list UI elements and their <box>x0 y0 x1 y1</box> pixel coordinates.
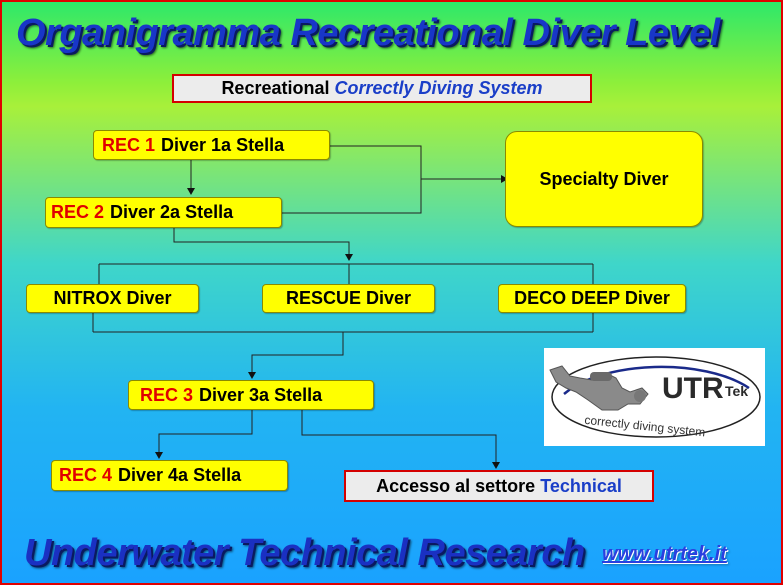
node-deco-label: DECO DEEP Diver <box>514 288 670 308</box>
node-rec1-label: Diver 1a Stella <box>161 134 285 155</box>
line-rec3-access <box>301 409 500 469</box>
node-rec4-code: REC 4 <box>59 465 113 485</box>
node-rec1: REC 1 Diver 1a Stella <box>93 130 330 160</box>
access-technical-box: Accesso al settore Technical <box>344 470 654 502</box>
node-rec1-code: REC 1 <box>102 134 156 155</box>
node-rec3-label: Diver 3a Stella <box>199 384 323 405</box>
node-specialty: Specialty Diver <box>505 131 703 227</box>
node-rec2-code: REC 2 <box>51 202 105 222</box>
node-rescue-label: RESCUE Diver <box>285 288 412 308</box>
line-rec1-specialty <box>330 145 508 183</box>
line-rec3-rec4 <box>155 409 253 459</box>
node-rec4: REC 4 Diver 4a Stella <box>51 460 288 491</box>
subtitle-box: Recreational Correctly Diving System <box>172 74 592 103</box>
line-rec2-branch <box>173 228 353 261</box>
access-part2: Technical <box>540 475 622 496</box>
node-rescue: RESCUE Diver <box>262 284 435 313</box>
subtitle-part1: Recreational <box>221 78 330 98</box>
node-nitrox-label: NITROX Diver <box>53 288 172 308</box>
line-rec2-specialty <box>282 179 422 214</box>
utrtek-logo: UTR Tek correctly diving system <box>544 348 765 446</box>
footer-title: Underwater Technical Research <box>24 532 585 574</box>
node-deco: DECO DEEP Diver <box>498 284 686 313</box>
node-rec2-label: Diver 2a Stella <box>110 202 234 222</box>
node-specialty-label: Specialty Diver <box>539 168 669 189</box>
diver-icon <box>549 365 649 411</box>
page-title: Organigramma Recreational Diver Level <box>16 12 720 54</box>
node-rec3-code: REC 3 <box>140 384 194 405</box>
line-merge-rec3 <box>248 332 344 379</box>
logo-brand-main: UTR <box>662 372 724 405</box>
logo-brand-suffix: Tek <box>725 383 748 399</box>
footer-url-link[interactable]: www.utrtek.it <box>602 543 727 565</box>
node-rec2: REC 2 Diver 2a Stella <box>45 197 282 228</box>
subtitle-part2: Correctly Diving System <box>334 78 543 98</box>
node-nitrox: NITROX Diver <box>26 284 199 313</box>
logo-tagline: correctly diving system <box>584 413 706 440</box>
node-rec3: REC 3 Diver 3a Stella <box>128 380 374 410</box>
access-part1: Accesso al settore <box>376 475 536 496</box>
node-rec4-label: Diver 4a Stella <box>118 465 242 485</box>
logo-graphic: UTR Tek correctly diving system <box>549 356 761 440</box>
